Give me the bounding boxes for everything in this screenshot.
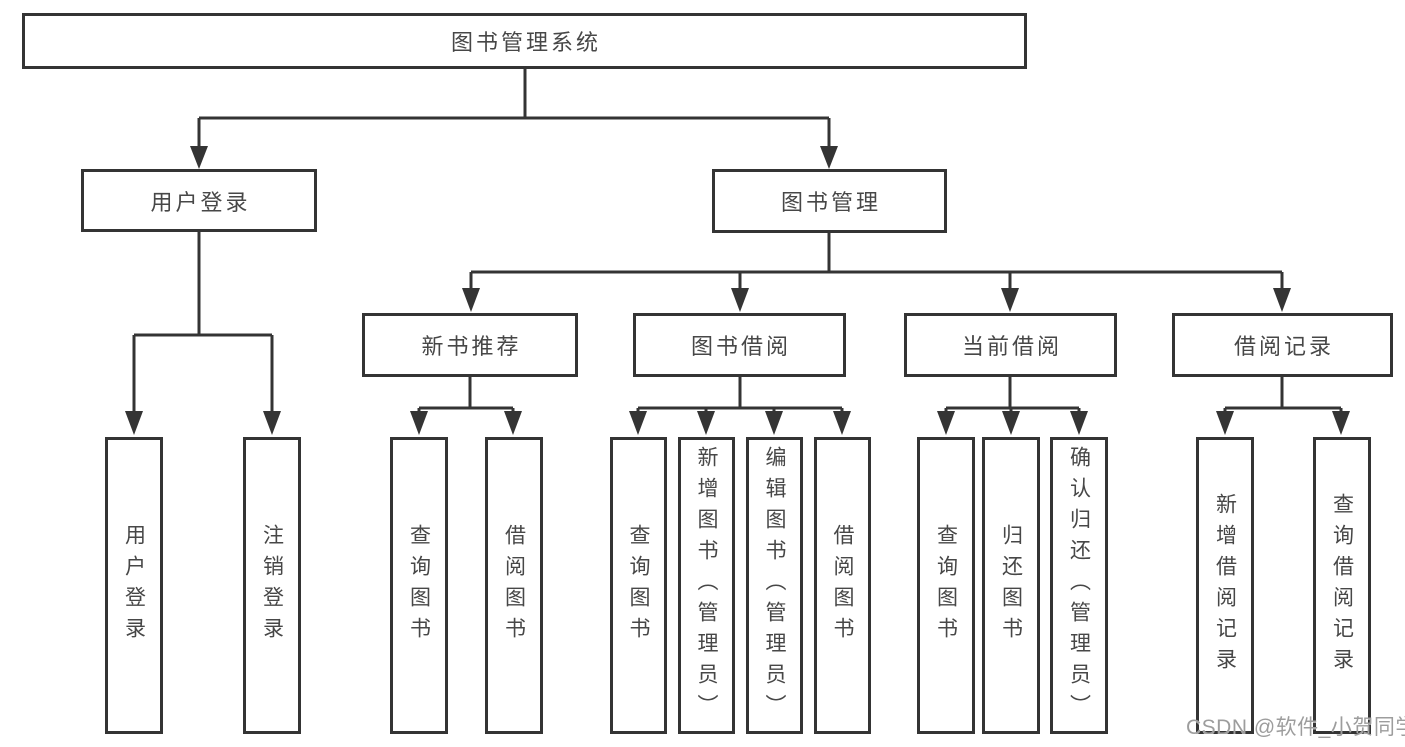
arrowhead bbox=[731, 288, 749, 312]
connector-borrow-records-to-leaves bbox=[1223, 377, 1343, 414]
leaf-add-books-admin: 新增图书（管理员） bbox=[678, 437, 735, 734]
node-label: 新书推荐 bbox=[421, 334, 522, 359]
node-user-login: 用户登录 bbox=[81, 169, 317, 232]
arrowhead bbox=[765, 411, 783, 435]
node-label: 图书管理 bbox=[780, 190, 881, 215]
node-borrowing-records: 借阅记录 bbox=[1172, 313, 1393, 377]
leaf-query-books: 查询图书 bbox=[610, 437, 667, 734]
leaf-confirm-return-admin: 确认归还（管理员） bbox=[1050, 437, 1108, 734]
connector-book-borrow-to-leaves bbox=[636, 377, 844, 414]
leaf-label: 查询图书 bbox=[407, 523, 431, 648]
leaf-label: 确认归还（管理员） bbox=[1067, 446, 1091, 725]
leaf-query-books: 查询图书 bbox=[390, 437, 448, 734]
csdn-watermark: CSDN @软件_小贺同学 bbox=[1186, 716, 1405, 739]
leaf-query-books: 查询图书 bbox=[917, 437, 975, 734]
connector-root-to-level2 bbox=[197, 69, 831, 149]
leaf-query-borrow-record: 查询借阅记录 bbox=[1313, 437, 1371, 734]
leaf-user-login: 用户登录 bbox=[105, 437, 163, 734]
leaf-label: 新增借阅记录 bbox=[1213, 492, 1237, 679]
node-new-book-recommendation: 新书推荐 bbox=[362, 313, 578, 377]
leaf-borrow-books: 借阅图书 bbox=[814, 437, 871, 734]
arrowhead bbox=[820, 146, 838, 169]
leaf-return-books: 归还图书 bbox=[982, 437, 1040, 734]
node-root-library-system: 图书管理系统 bbox=[22, 13, 1027, 69]
node-label: 图书管理系统 bbox=[450, 30, 601, 55]
leaf-add-borrow-record: 新增借阅记录 bbox=[1196, 437, 1254, 734]
connector-current-borrow-to-leaves bbox=[944, 377, 1081, 414]
node-label: 借阅记录 bbox=[1233, 334, 1334, 359]
arrowhead bbox=[1216, 411, 1234, 435]
arrowhead bbox=[263, 411, 281, 435]
leaf-label: 归还图书 bbox=[999, 523, 1023, 648]
leaf-label: 编辑图书（管理员） bbox=[763, 446, 786, 725]
arrowheads bbox=[125, 146, 1350, 435]
arrowhead bbox=[1070, 411, 1088, 435]
arrowhead bbox=[410, 411, 428, 435]
node-current-borrowing: 当前借阅 bbox=[904, 313, 1117, 377]
node-book-management: 图书管理 bbox=[712, 169, 947, 233]
node-label: 当前借阅 bbox=[961, 334, 1062, 359]
leaf-label: 查询图书 bbox=[934, 523, 958, 648]
leaf-label: 借阅图书 bbox=[831, 523, 854, 648]
leaf-logout: 注销登录 bbox=[243, 437, 301, 734]
arrowhead bbox=[190, 146, 208, 169]
leaf-label: 查询图书 bbox=[627, 523, 650, 648]
leaf-label: 注销登录 bbox=[260, 523, 284, 648]
arrowhead bbox=[1002, 411, 1020, 435]
arrowhead bbox=[1332, 411, 1350, 435]
node-label: 用户登录 bbox=[150, 189, 251, 215]
connector-new-books-to-leaves bbox=[417, 377, 515, 414]
arrowhead bbox=[125, 411, 143, 435]
arrowhead bbox=[504, 411, 522, 435]
leaf-borrow-books: 借阅图书 bbox=[485, 437, 543, 734]
leaf-label: 用户登录 bbox=[122, 523, 146, 648]
arrowhead bbox=[1001, 288, 1019, 312]
leaf-label: 新增图书（管理员） bbox=[695, 446, 718, 725]
connector-user-login-to-leaves bbox=[132, 232, 274, 414]
arrowhead bbox=[629, 411, 647, 435]
arrowhead bbox=[937, 411, 955, 435]
leaf-label: 查询借阅记录 bbox=[1330, 492, 1354, 679]
connector-book-mgmt-to-level3 bbox=[469, 233, 1284, 291]
arrowhead bbox=[833, 411, 851, 435]
arrowhead bbox=[462, 288, 480, 312]
node-book-borrowing: 图书借阅 bbox=[633, 313, 846, 377]
node-label: 图书借阅 bbox=[690, 334, 791, 359]
arrowhead bbox=[1273, 288, 1291, 312]
leaf-label: 借阅图书 bbox=[502, 523, 526, 648]
leaf-edit-books-admin: 编辑图书（管理员） bbox=[746, 437, 803, 734]
arrowhead bbox=[697, 411, 715, 435]
